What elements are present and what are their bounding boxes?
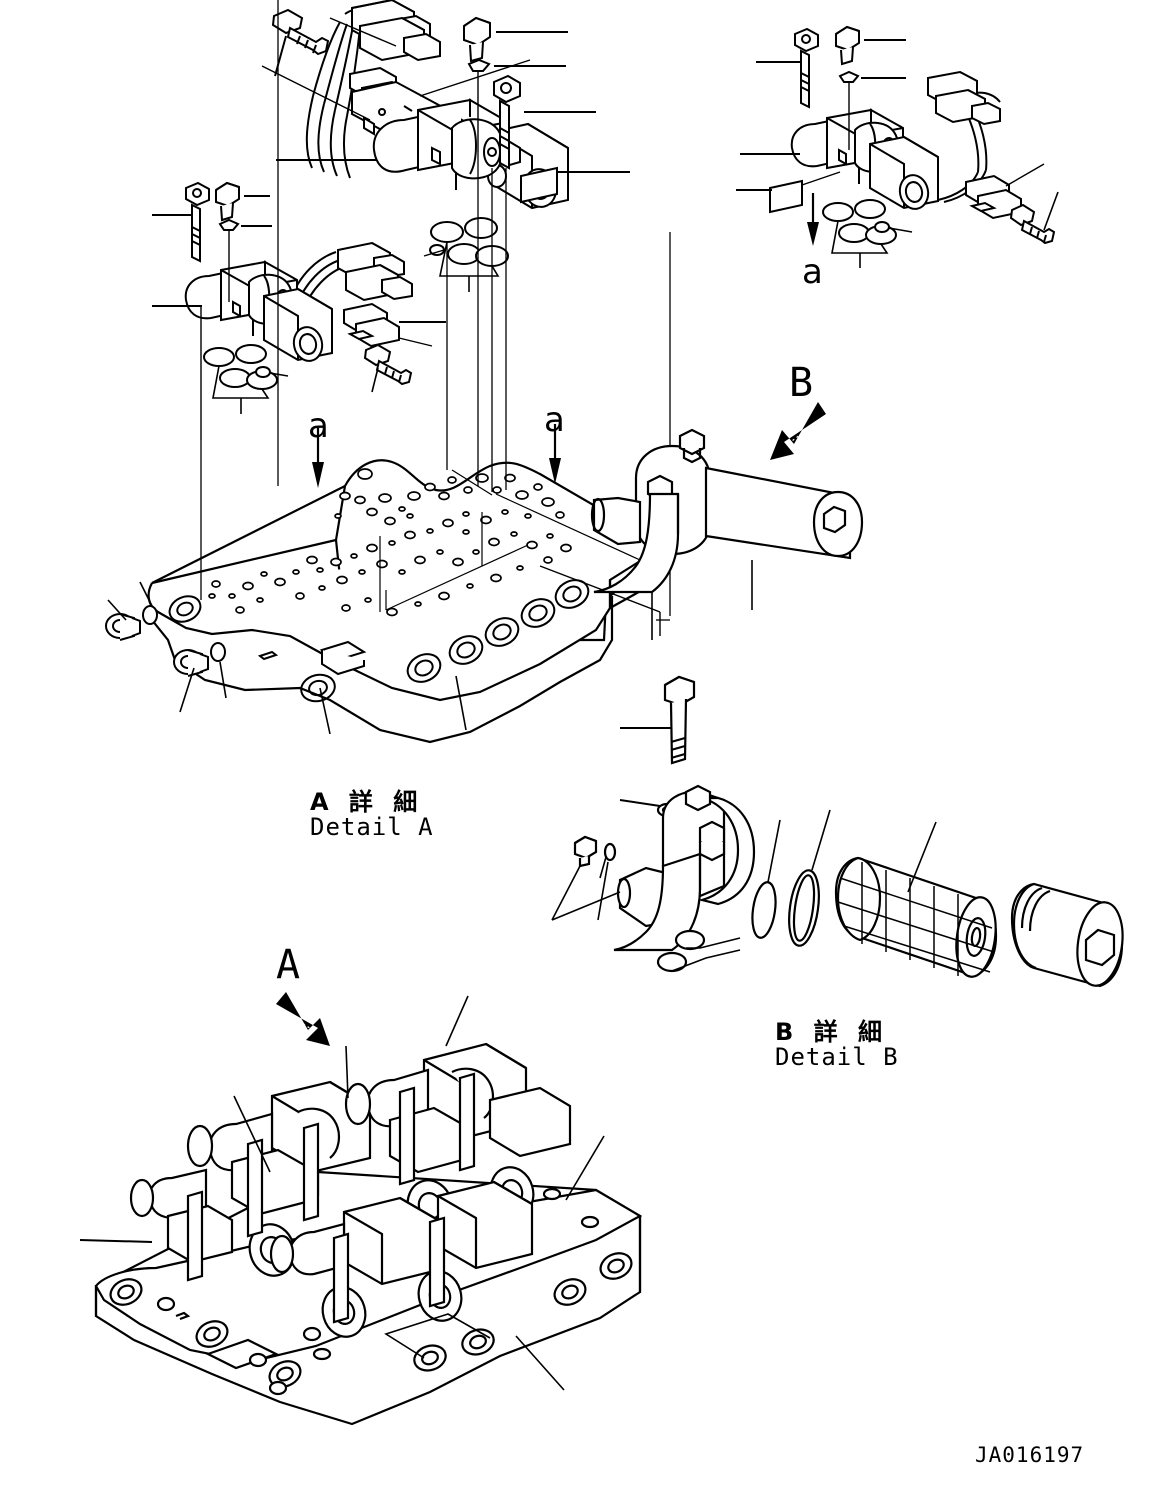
ref-arrow-a-center xyxy=(549,424,561,484)
port-boss xyxy=(109,1252,633,1388)
washer xyxy=(467,58,491,72)
harness-connector xyxy=(927,70,1001,126)
plug-threaded xyxy=(1009,203,1056,245)
ref-arrow-a-right xyxy=(807,193,819,246)
harness-connector xyxy=(351,0,441,62)
port-boss xyxy=(168,579,590,703)
solenoid-mounted-rear-right xyxy=(344,1042,572,1233)
drawing-number: JA016197 xyxy=(975,1443,1085,1467)
solenoid-mounted-rear-left xyxy=(129,1080,372,1277)
o-ring-large xyxy=(788,869,820,947)
terminal-bracket xyxy=(343,302,400,348)
hex-head-bolt-small xyxy=(573,835,598,868)
filter-element xyxy=(834,856,998,978)
ref-marker-a-center: a xyxy=(544,400,565,440)
valve-head-block xyxy=(263,287,333,362)
section-marker-b: B xyxy=(789,360,814,406)
hex-head-bolt xyxy=(215,181,240,222)
ref-marker-a-right: a xyxy=(802,252,823,292)
washer-small xyxy=(603,842,617,862)
solenoid-group-mid-left xyxy=(152,181,446,440)
valve-plate-holes xyxy=(208,468,572,617)
plug-with-oring xyxy=(105,605,226,677)
filter-exploded xyxy=(551,675,1124,988)
socket-head-bolt xyxy=(185,181,210,263)
section-marker-a: A xyxy=(276,942,301,988)
solenoid-mount-fin xyxy=(186,1072,476,1324)
washer xyxy=(838,70,860,83)
socket-head-bolt xyxy=(493,74,521,170)
section-arrow-b xyxy=(770,402,826,460)
o-ring xyxy=(751,881,777,939)
mounting-slot xyxy=(257,640,367,676)
o-ring-cluster xyxy=(656,929,706,973)
ref-marker-a-left: a xyxy=(308,406,329,446)
valve-body-assembled xyxy=(79,995,643,1426)
detail-b-label-jp: B 詳 細 xyxy=(775,1018,889,1046)
o-ring-cluster xyxy=(203,344,278,390)
plug-threaded xyxy=(271,8,330,56)
hex-head-bolt xyxy=(463,16,491,63)
terminal-bracket xyxy=(965,174,1022,220)
detail-a-label-jp: A 詳 細 xyxy=(310,788,424,816)
detail-a-label-en: Detail A xyxy=(310,813,434,841)
o-ring-cluster xyxy=(822,199,897,245)
filter-housing-head xyxy=(613,784,756,952)
harness-connector xyxy=(337,241,413,302)
solenoid-group-top-right xyxy=(736,25,1059,268)
o-ring-cluster xyxy=(429,217,509,267)
plug-threaded xyxy=(363,343,413,386)
hex-head-bolt xyxy=(835,25,860,66)
projection-lines xyxy=(200,0,671,621)
filter-case xyxy=(1010,882,1124,988)
solenoid-mounted-front xyxy=(269,1180,534,1338)
name-plate xyxy=(769,179,803,214)
plate-surface-hole xyxy=(312,1187,600,1361)
section-arrow-a xyxy=(276,992,330,1046)
washer xyxy=(218,218,240,231)
ref-arrow-a-left xyxy=(312,428,324,488)
hex-head-bolt xyxy=(663,675,696,765)
detail-b-label-en: Detail B xyxy=(775,1043,899,1071)
solenoid-group-top-left xyxy=(261,0,630,292)
valve-head-block xyxy=(869,135,939,210)
valve-body-plate xyxy=(105,459,666,744)
name-plate xyxy=(520,166,558,204)
base-slot xyxy=(156,1296,322,1396)
socket-head-bolt xyxy=(794,27,819,109)
filter-assembly-mounted xyxy=(590,428,864,640)
